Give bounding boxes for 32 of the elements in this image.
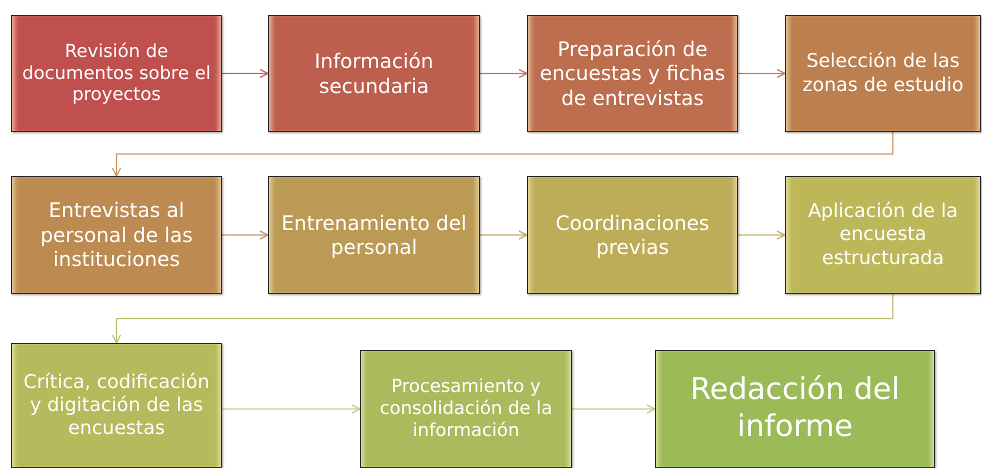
process-box (655, 350, 935, 468)
process-box (527, 15, 738, 132)
step-text: Selección de las zonas de estudio (801, 50, 965, 97)
process-box (268, 15, 480, 132)
arrow (738, 68, 786, 78)
step-text: Crítica, codificación y digitación de las encuestas (22, 370, 211, 440)
step-text: Preparación de encuestas y fichas de entrevistas (538, 36, 726, 110)
process-box (11, 343, 222, 468)
arrow (480, 68, 528, 78)
process-box (360, 350, 572, 468)
arrow (222, 404, 361, 414)
process-box (11, 176, 222, 294)
step-text: Entrenamiento del personal (280, 210, 468, 260)
step-text: Información secundaria (314, 49, 434, 98)
step-text: Redacción del informe (689, 372, 901, 446)
arrow (222, 230, 269, 240)
arrow (112, 294, 894, 344)
step-text: Procesamiento y consolidación de la información (378, 376, 554, 442)
arrow (112, 132, 894, 177)
arrow (572, 404, 656, 414)
process-box (527, 176, 738, 294)
process-box (785, 15, 981, 132)
process-box (785, 176, 981, 294)
arrow (222, 68, 269, 78)
arrow (480, 230, 528, 240)
step-text: Coordinaciones previas (554, 210, 710, 260)
step-text: Entrevistas al personal de las instituciones (39, 198, 194, 272)
step-text: Revisión de documentos sobre el proyectos (22, 40, 211, 106)
step-text: Aplicación de la encuesta estructurada (807, 200, 959, 270)
process-box (268, 176, 480, 294)
arrow (738, 230, 786, 240)
process-box (11, 15, 222, 132)
